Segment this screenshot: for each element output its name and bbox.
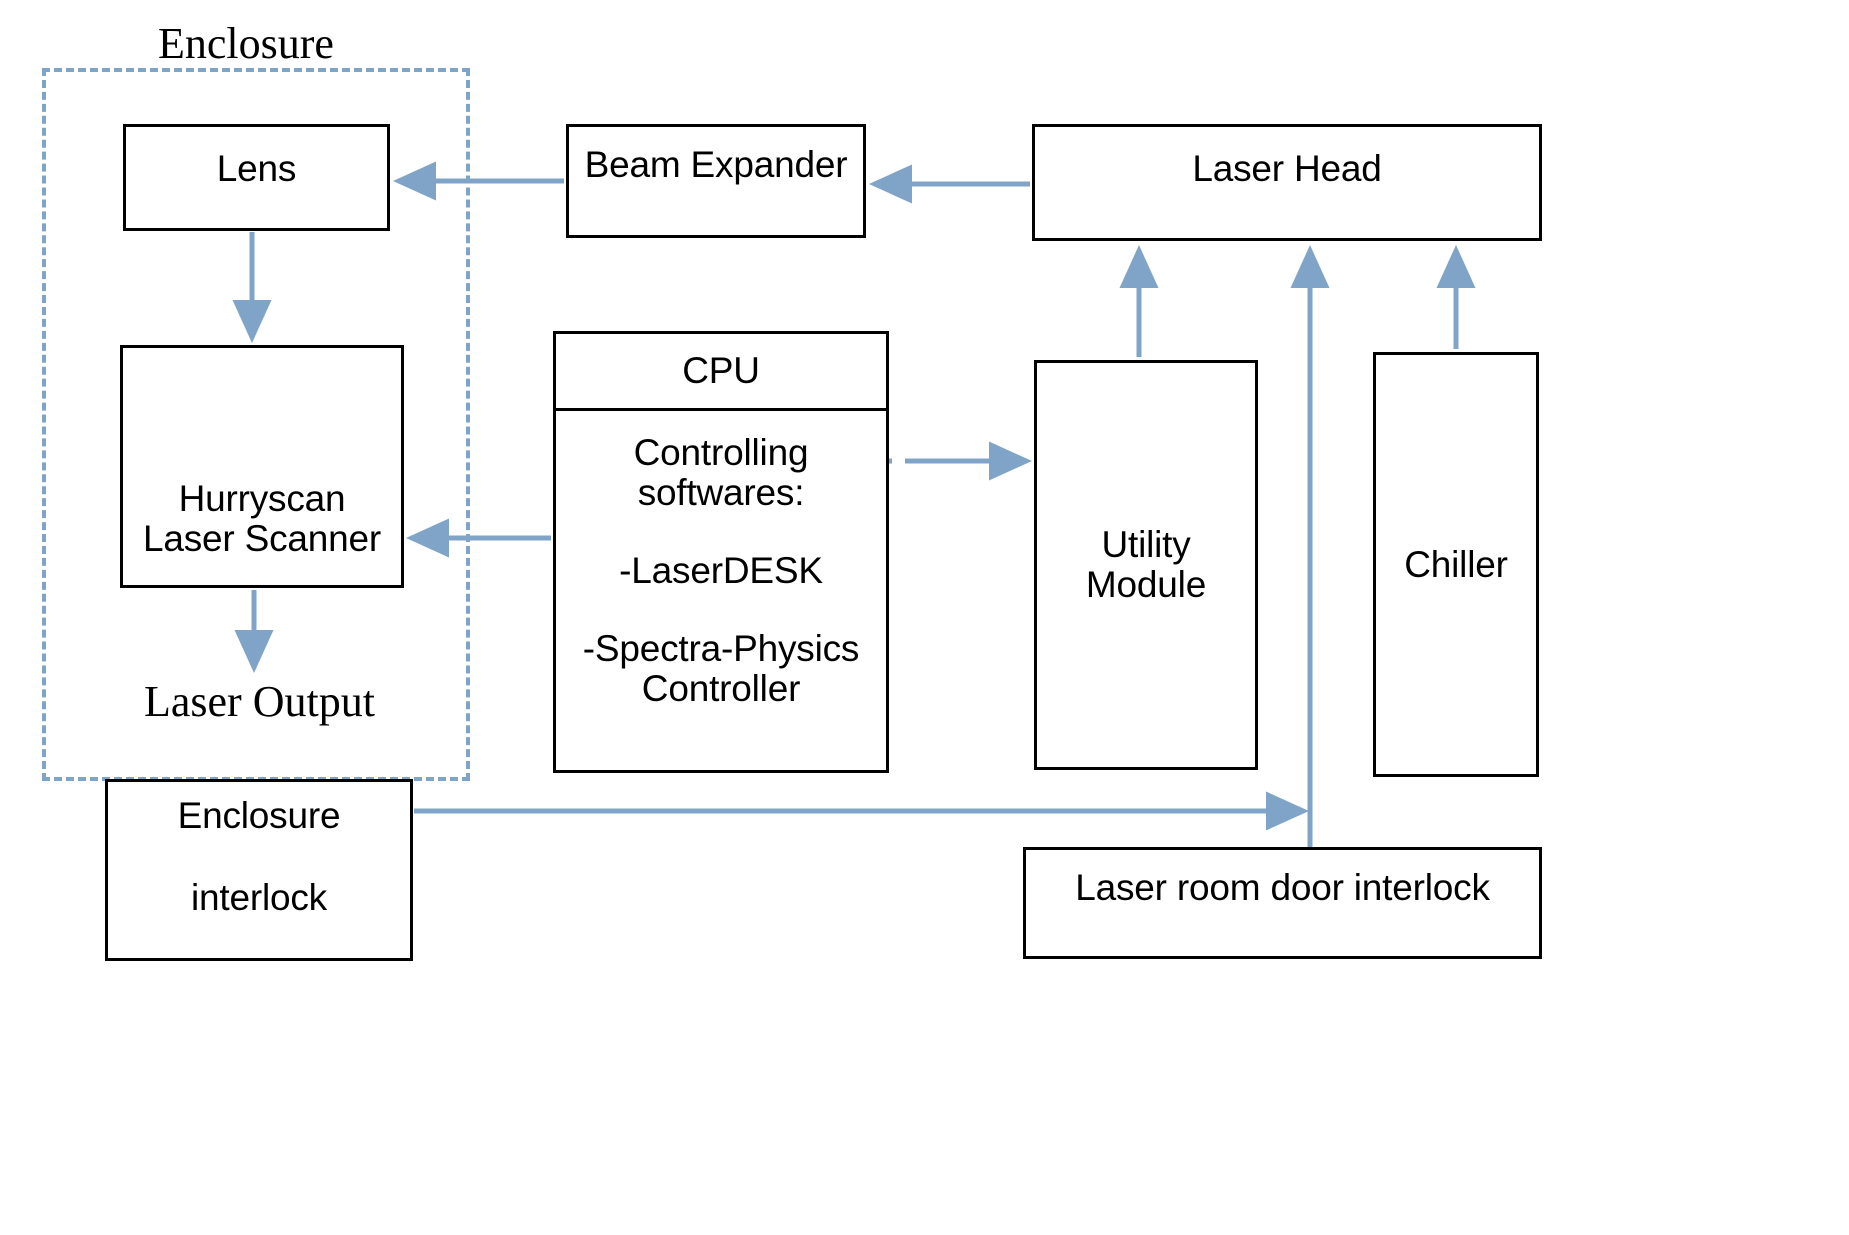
box-cpu-line5: Controller <box>641 667 801 709</box>
box-beam-expander-label: Beam Expander <box>584 144 848 185</box>
box-laser-room-door-interlock-label: Laser room door interlock <box>1075 867 1490 908</box>
enclosure-title: Enclosure <box>158 19 334 68</box>
box-cpu-body: Controlling softwares: -LaserDESK -Spect… <box>556 411 886 770</box>
box-chiller-label: Chiller <box>1404 543 1508 585</box>
box-scanner-label-line1: Hurryscan <box>178 478 346 520</box>
box-lens[interactable]: Lens <box>123 124 390 231</box>
box-laser-head-label: Laser Head <box>1192 148 1382 189</box>
box-scanner-label-line2: Laser Scanner <box>142 518 382 560</box>
box-enclosure-interlock-line2: interlock <box>191 876 327 918</box>
box-cpu-line3: -LaserDESK <box>619 549 823 591</box>
box-cpu-line4: -Spectra-Physics <box>582 627 860 669</box>
box-beam-expander[interactable]: Beam Expander <box>566 124 866 238</box>
box-hurryscan-laser-scanner[interactable]: Hurryscan Laser Scanner <box>120 345 404 588</box>
box-cpu-header: CPU <box>556 334 886 411</box>
box-cpu-line1: Controlling <box>633 432 809 473</box>
box-enclosure-interlock-line1: Enclosure <box>177 795 341 836</box>
box-cpu[interactable]: CPU Controlling softwares: -LaserDESK -S… <box>553 331 889 773</box>
box-laser-room-door-interlock[interactable]: Laser room door interlock <box>1023 847 1542 959</box>
box-utility-module-line1: Utility <box>1101 524 1191 566</box>
laser-output-label: Laser Output <box>144 677 375 726</box>
box-lens-label: Lens <box>216 148 297 189</box>
box-utility-module-line2: Module <box>1085 564 1207 605</box>
box-cpu-line2: softwares: <box>637 471 805 513</box>
box-enclosure-interlock[interactable]: Enclosure interlock <box>105 779 413 961</box>
box-utility-module[interactable]: Utility Module <box>1034 360 1258 770</box>
box-cpu-header-label: CPU <box>682 350 760 392</box>
box-chiller[interactable]: Chiller <box>1373 352 1539 777</box>
box-laser-head[interactable]: Laser Head <box>1032 124 1542 241</box>
